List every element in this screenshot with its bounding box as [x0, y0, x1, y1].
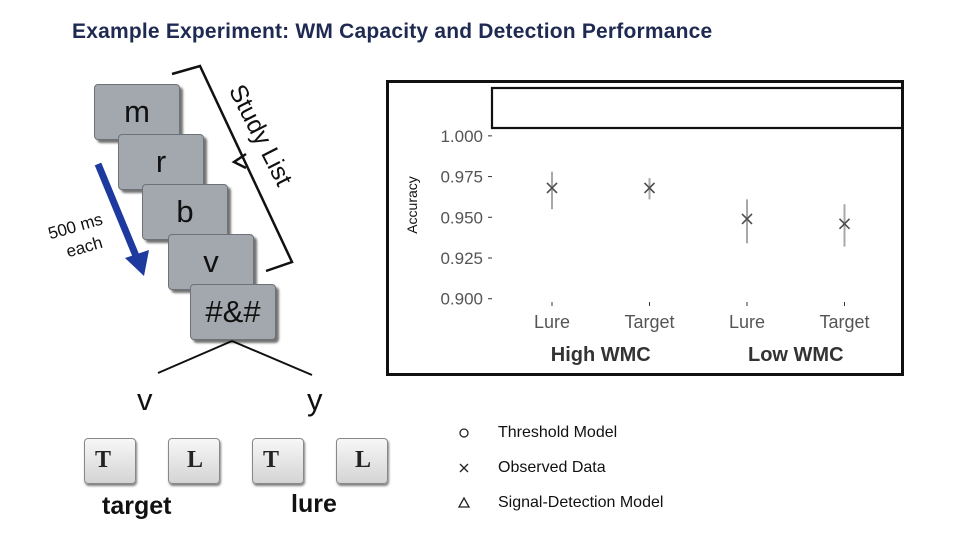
y-tick-label: 0.950: [440, 208, 483, 227]
time-arrow-head: [125, 250, 149, 276]
branch-line-right: [231, 340, 313, 376]
data-point-x-marker: [643, 182, 656, 194]
y-tick-label: 0.900: [440, 290, 483, 309]
legend-threshold-model: Threshold Model: [498, 424, 618, 441]
probe-letter-v: v: [137, 382, 153, 417]
x-tick-label: Lure: [534, 312, 570, 332]
outcome-lure: lure: [291, 490, 337, 518]
key-l-target: L: [168, 438, 220, 484]
x-tick-label: Target: [624, 312, 674, 332]
y-tick-label: 0.925: [440, 249, 483, 268]
group-label: High WMC: [551, 344, 651, 366]
data-point-x-marker: [741, 213, 753, 225]
key-t-lure: T: [252, 438, 304, 484]
x-tick-label: Lure: [729, 312, 765, 332]
group-label: Low WMC: [748, 344, 844, 366]
study-card-b: b: [142, 184, 228, 240]
key-label: T: [263, 447, 280, 473]
legend-signal-detection-model: Signal-Detection Model: [498, 494, 664, 511]
triangle-marker-icon: [457, 496, 471, 508]
key-t-target: T: [84, 438, 136, 484]
study-card-m: m: [94, 84, 180, 140]
highlight-box: [490, 86, 905, 130]
legend-observed-data: Observed Data: [498, 459, 606, 476]
key-l-lure: L: [336, 438, 388, 484]
x-marker-icon: [459, 463, 469, 473]
study-card-v: v: [168, 234, 254, 290]
data-point-x-marker: [838, 218, 851, 230]
key-label: L: [187, 447, 204, 473]
x-tick-label: Target: [819, 312, 869, 332]
study-card-r: r: [118, 134, 204, 190]
y-tick-label: 1.000: [440, 127, 483, 146]
bracket-tick: [231, 152, 247, 170]
data-point-x-marker: [546, 182, 558, 194]
mask-card: #&#: [190, 284, 276, 340]
legend-markers: [457, 428, 471, 508]
y-tick-label: 0.975: [440, 168, 483, 187]
probe-letter-y: y: [307, 382, 323, 417]
page-title: Example Experiment: WM Capacity and Dete…: [72, 20, 713, 43]
branch-line-left: [157, 340, 233, 374]
y-axis-label: Accuracy: [404, 176, 420, 234]
outcome-target: target: [102, 492, 172, 520]
time-arrow-shaft: [94, 162, 140, 258]
circle-marker-icon: [459, 428, 469, 438]
study-list-bracket: [171, 64, 294, 273]
key-label: L: [355, 447, 372, 473]
key-label: T: [95, 447, 112, 473]
